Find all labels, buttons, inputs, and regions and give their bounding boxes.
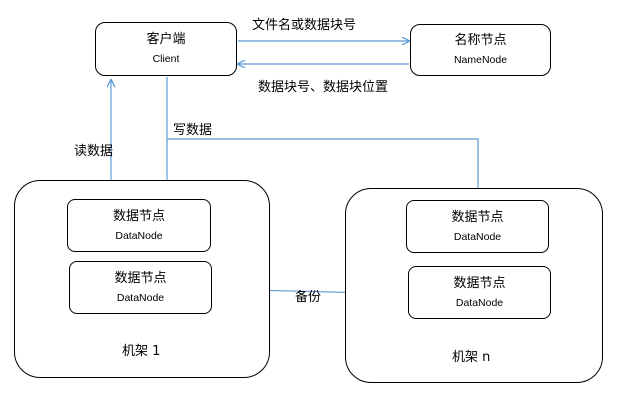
client-subtitle: Client <box>152 53 180 65</box>
read-label: 读数据 <box>74 144 114 159</box>
datanode-subtitle: DataNode <box>455 296 504 309</box>
response-label: 数据块号、数据块位置 <box>258 80 389 95</box>
namenode-node: 名称节点 NameNode <box>410 24 551 76</box>
client-node: 客户端 Client <box>95 22 237 76</box>
datanode-subtitle: DataNode <box>115 229 163 242</box>
namenode-title: 名称节点 <box>454 33 507 48</box>
namenode-subtitle: NameNode <box>453 54 508 66</box>
datanode-rack1-1: 数据节点 DataNode <box>67 199 211 252</box>
datanode-rackn-1: 数据节点 DataNode <box>406 200 549 253</box>
datanode-rack1-2: 数据节点 DataNode <box>69 261 212 314</box>
write-arrow-rackn <box>167 138 478 199</box>
datanode-title: 数据节点 <box>114 270 167 286</box>
request-label: 文件名或数据块号 <box>252 18 357 33</box>
datanode-rackn-2: 数据节点 DataNode <box>408 266 551 319</box>
datanode-title: 数据节点 <box>453 275 506 291</box>
write-label: 写数据 <box>173 123 213 138</box>
backup-label: 备份 <box>295 290 322 305</box>
datanode-title: 数据节点 <box>451 209 504 225</box>
rack-1-label: 机架 1 <box>122 344 161 359</box>
datanode-subtitle: DataNode <box>116 291 165 304</box>
datanode-title: 数据节点 <box>112 208 165 224</box>
client-title: 客户端 <box>146 32 186 47</box>
rack-n-label: 机架 n <box>452 350 491 365</box>
datanode-subtitle: DataNode <box>453 230 502 243</box>
